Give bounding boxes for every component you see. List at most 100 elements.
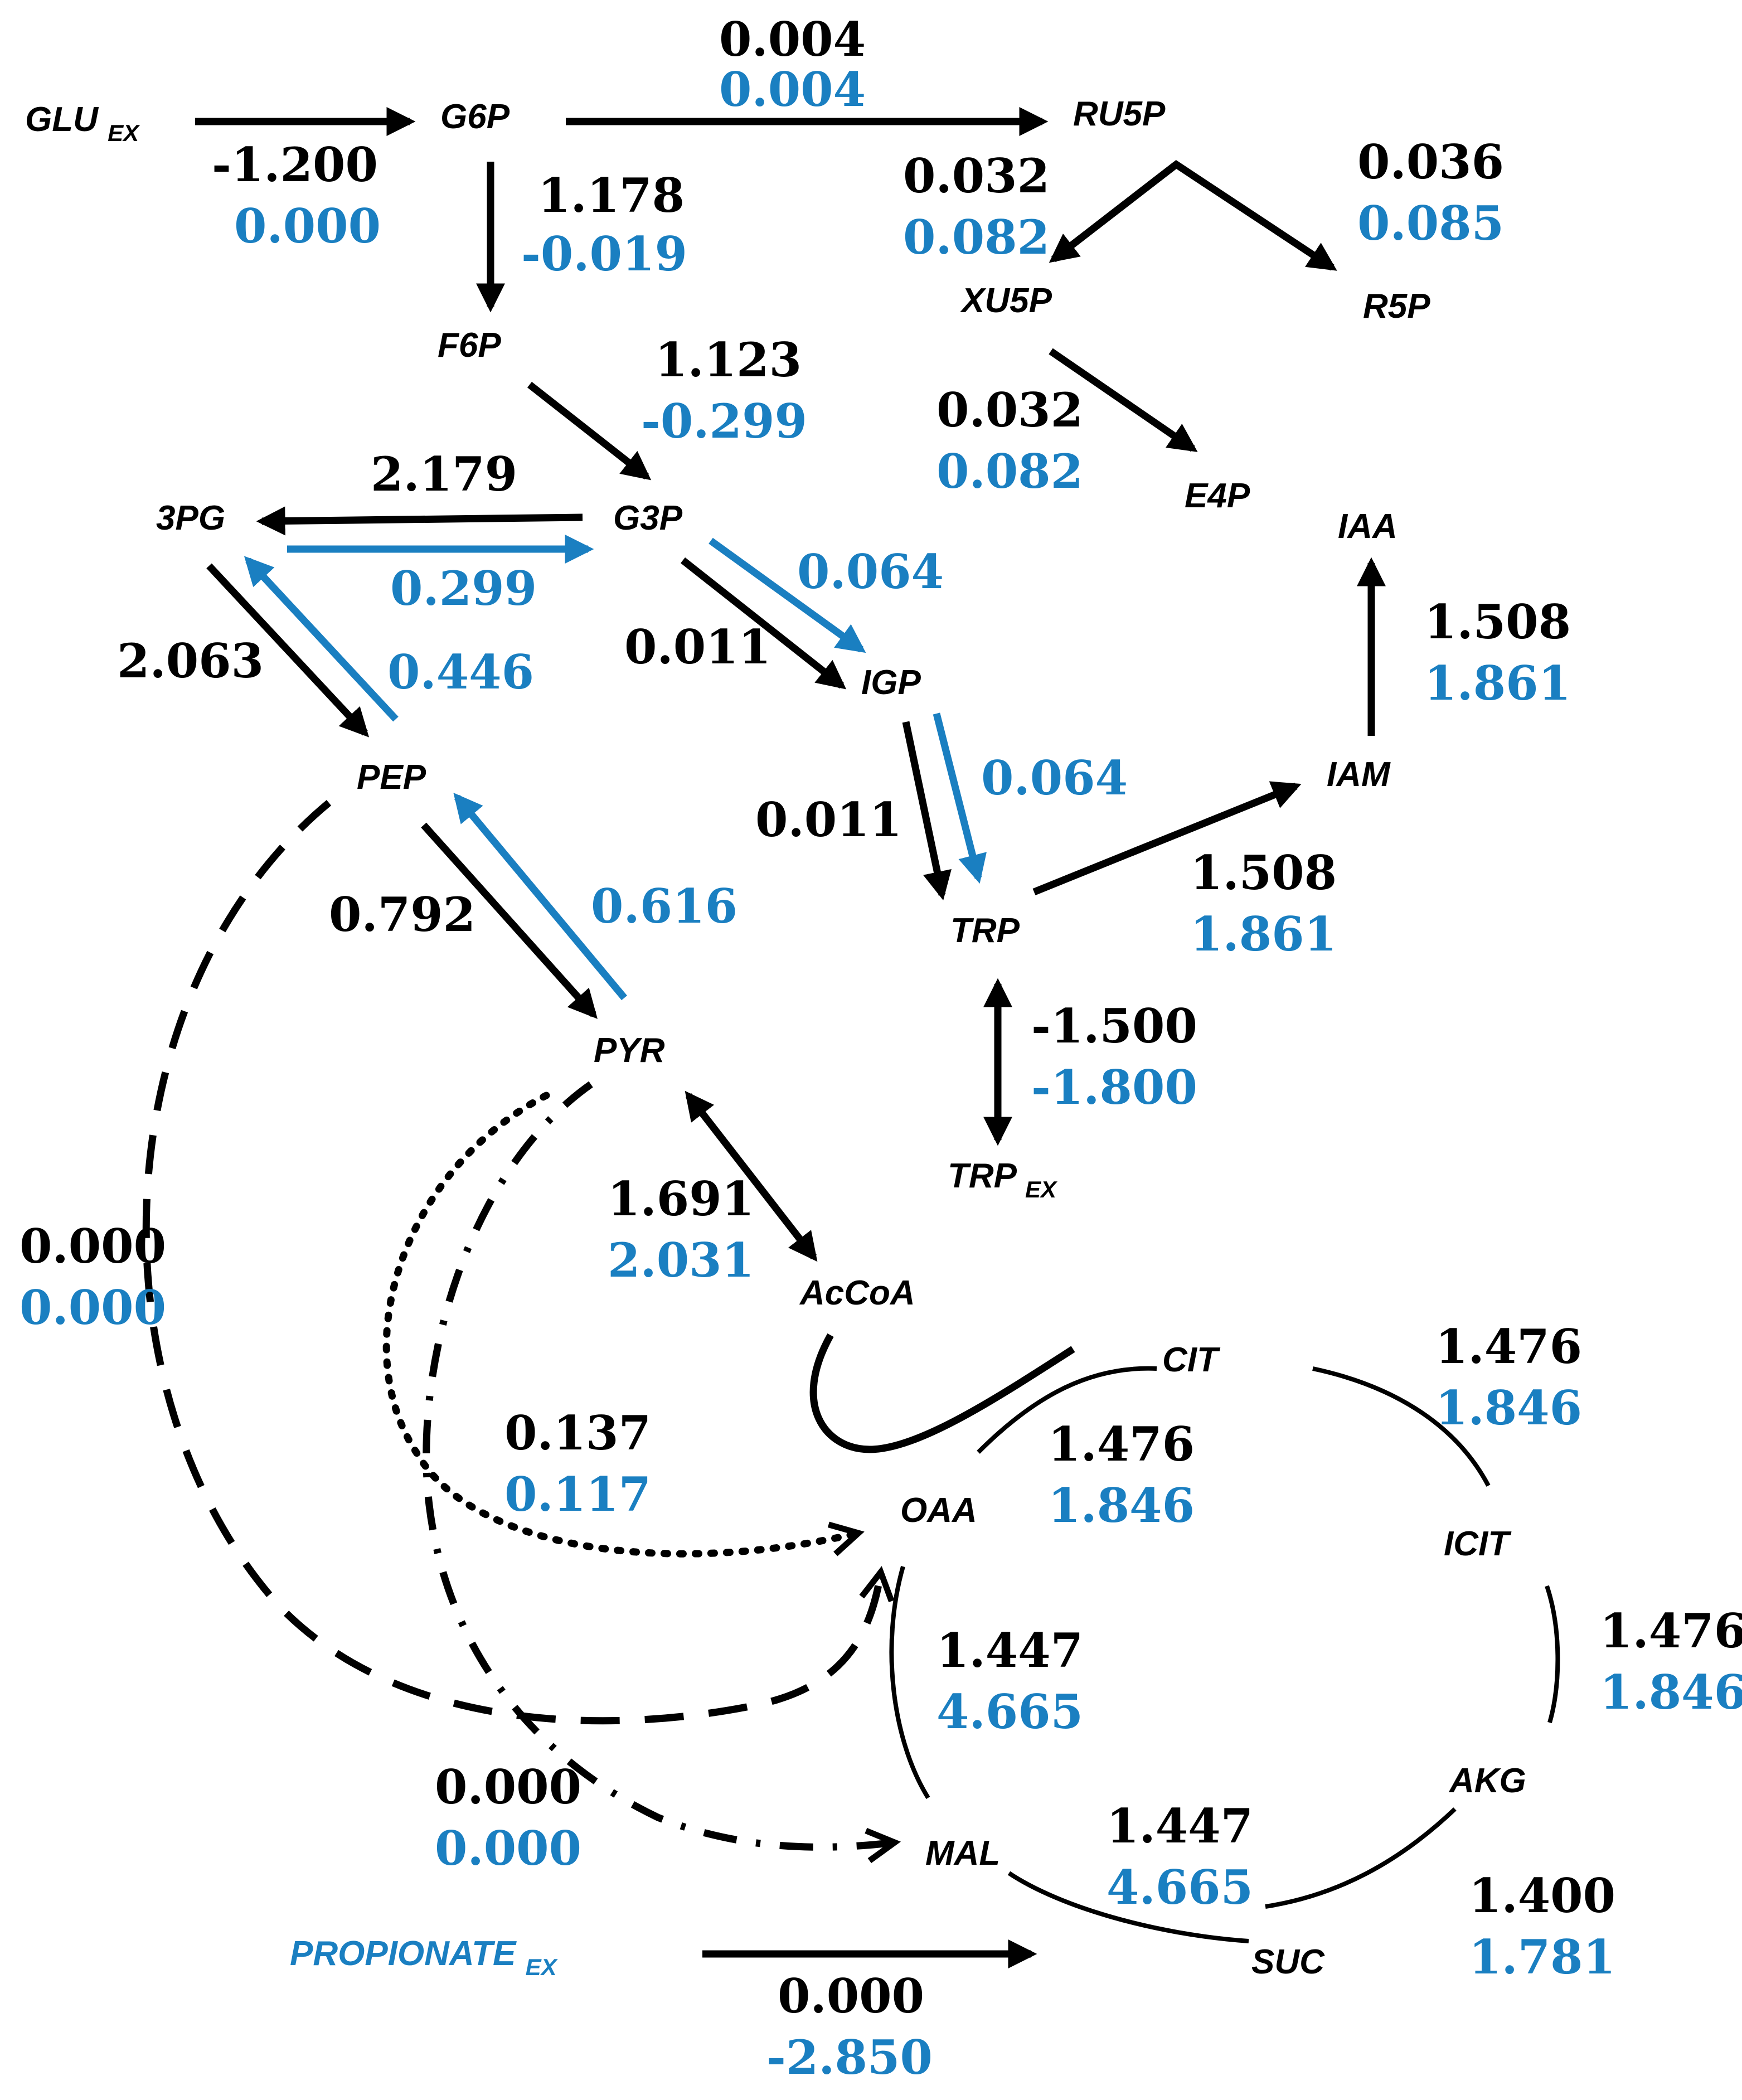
node-ru5p: RU5P [1073, 95, 1166, 133]
node-pyr: PYR [594, 1031, 665, 1070]
flux-xu5p-e4p-blue: 0.082 [936, 444, 1083, 499]
arrow-3pg-pep [206, 563, 370, 738]
tca-cycle [809, 1333, 1560, 1943]
flux-glu-g6p-blue: 0.000 [234, 198, 381, 254]
flux-ru5p-r5p-blue: 0.085 [1357, 196, 1504, 251]
node-akg: AKG [1448, 1762, 1526, 1800]
flux-cit-icit-blue: 1.846 [1435, 1380, 1582, 1435]
arrow-f6p-g3p [527, 381, 652, 481]
flux-ru5p-xu5p-blue: 0.082 [903, 210, 1050, 265]
node-trp: TRP [950, 911, 1020, 950]
arrow-igp-trp-blue [933, 712, 987, 884]
flux-pyr-mal-black: 0.000 [435, 1759, 581, 1815]
arrow-ru5p-branch [1051, 160, 1337, 271]
arrow-pyr-accoa [685, 1090, 818, 1262]
flux-3pg-pep-blue: 0.446 [387, 644, 534, 700]
flux-pyr-mal-blue: 0.000 [435, 1821, 581, 1876]
node-iam: IAM [1327, 755, 1391, 794]
flux-iam-iaa-black: 1.508 [1424, 594, 1571, 649]
arrow-pep-3pg-blue [244, 556, 399, 722]
flux-g6p-ru5p-black: 0.004 [719, 12, 866, 67]
flux-iam-iaa-blue: 1.861 [1424, 656, 1571, 711]
flux-pyr-accoa-blue: 2.031 [608, 1233, 754, 1288]
suc-mal-arc [1007, 1871, 1249, 1943]
flux-glu-g6p-black: -1.200 [212, 137, 378, 192]
node-trp-ex: TRP EX [948, 1157, 1058, 1202]
flux-oaa-cit-blue: 1.846 [1048, 1478, 1195, 1533]
node-xu5p: XU5P [960, 282, 1052, 320]
node-pep: PEP [357, 758, 426, 797]
arrow-pep-pyr [421, 822, 598, 1019]
flux-mal-oaa-blue: 4.665 [936, 1684, 1083, 1739]
arrow-g3p-igp-blue [709, 537, 866, 653]
flux-pyr-oaa-blue: 0.117 [504, 1467, 651, 1522]
flux-g6p-f6p-black: 1.178 [538, 168, 685, 223]
node-propionate-ex: PROPIONATE EX [290, 1934, 559, 1980]
flux-igp-trp-black: 0.011 [755, 792, 902, 847]
flux-pep-pyr-black: 0.792 [329, 887, 475, 942]
arrow-trp-iam [1032, 781, 1302, 896]
flux-g3p-igp-blue: 0.064 [797, 544, 944, 599]
accoa-cit-curve [809, 1333, 1075, 1453]
flux-labels: -1.200 0.000 0.004 0.004 1.178 -0.019 0.… [20, 12, 1742, 2085]
node-cit: CIT [1162, 1341, 1221, 1379]
flux-f6p-g3p-blue: -0.299 [641, 394, 807, 449]
flux-g6p-f6p-blue: -0.019 [521, 226, 687, 282]
alternative-paths [142, 800, 895, 1847]
flux-suc-mal-black: 1.447 [1107, 1798, 1253, 1854]
arrow-igp-trp [902, 721, 952, 901]
metabolite-nodes: GLU EX G6P RU5P F6P XU5P R5P G3P E4P 3PG… [25, 95, 1526, 1981]
flux-mal-oaa-black: 1.447 [936, 1623, 1083, 1678]
flux-pep-oaa-blue: 0.000 [20, 1280, 166, 1335]
node-iaa: IAA [1338, 507, 1398, 546]
flux-icit-akg-blue: 1.846 [1600, 1665, 1742, 1720]
node-3pg: 3PG [156, 499, 225, 537]
oaa-cit-arc [977, 1366, 1157, 1454]
node-icit: ICIT [1444, 1525, 1512, 1563]
flux-igp-trp-blue: 0.064 [981, 750, 1128, 806]
arrow-g3p-igp [680, 557, 847, 690]
arrow-g3p-3pg [256, 506, 583, 536]
flux-akg-suc-black: 1.400 [1469, 1868, 1615, 1923]
arrow-xu5p-e4p [1049, 348, 1198, 452]
flux-prop-suc-blue: -2.850 [766, 2030, 933, 2085]
flux-g3p-3pg-blue: 0.299 [390, 561, 537, 616]
flux-suc-mal-blue: 4.665 [1107, 1860, 1253, 1915]
node-r5p: R5P [1363, 287, 1430, 326]
flux-3pg-pep-black: 2.063 [117, 633, 264, 688]
flux-g3p-3pg-black: 2.179 [371, 447, 517, 502]
icit-akg-arc [1545, 1585, 1560, 1724]
flux-oaa-cit-black: 1.476 [1048, 1417, 1195, 1472]
flux-cit-icit-black: 1.476 [1435, 1319, 1582, 1374]
node-oaa: OAA [900, 1491, 977, 1530]
flux-trp-iam-black: 1.508 [1190, 845, 1337, 900]
reaction-arrows [195, 107, 1386, 1968]
flux-f6p-g3p-black: 1.123 [655, 332, 802, 387]
flux-xu5p-e4p-black: 0.032 [936, 382, 1083, 438]
arrow-pyr-pep-blue [453, 793, 627, 1001]
flux-prop-suc-black: 0.000 [778, 1968, 924, 2024]
arrow-ru5p-xu5p-head [1049, 161, 1178, 263]
mal-oaa-arc [889, 1565, 930, 1800]
flux-pyr-oaa-black: 0.137 [504, 1405, 651, 1461]
flux-icit-akg-black: 1.476 [1600, 1603, 1742, 1658]
flux-akg-suc-blue: 1.781 [1469, 1929, 1615, 1985]
akg-suc-arc [1265, 1807, 1457, 1909]
flux-pep-pyr-blue: 0.616 [591, 879, 737, 934]
flux-ru5p-r5p-black: 0.036 [1357, 134, 1504, 190]
node-f6p: F6P [438, 326, 501, 365]
node-suc: SUC [1251, 1943, 1325, 1981]
flux-trp-trpex-blue: -1.800 [1031, 1060, 1197, 1115]
pyr-oaa-dotted [382, 1092, 858, 1558]
node-g3p: G3P [613, 499, 683, 537]
node-glu-ex: GLU EX [25, 100, 140, 146]
flux-ru5p-xu5p-black: 0.032 [903, 148, 1050, 203]
flux-trp-iam-blue: 1.861 [1190, 906, 1337, 962]
flux-g6p-ru5p-blue: 0.004 [719, 62, 866, 117]
node-accoa: AcCoA [799, 1274, 915, 1312]
flux-pep-oaa-black: 0.000 [20, 1219, 166, 1274]
node-e4p: E4P [1185, 477, 1250, 515]
node-g6p: G6P [440, 98, 510, 136]
cit-icit-arc [1312, 1366, 1491, 1487]
